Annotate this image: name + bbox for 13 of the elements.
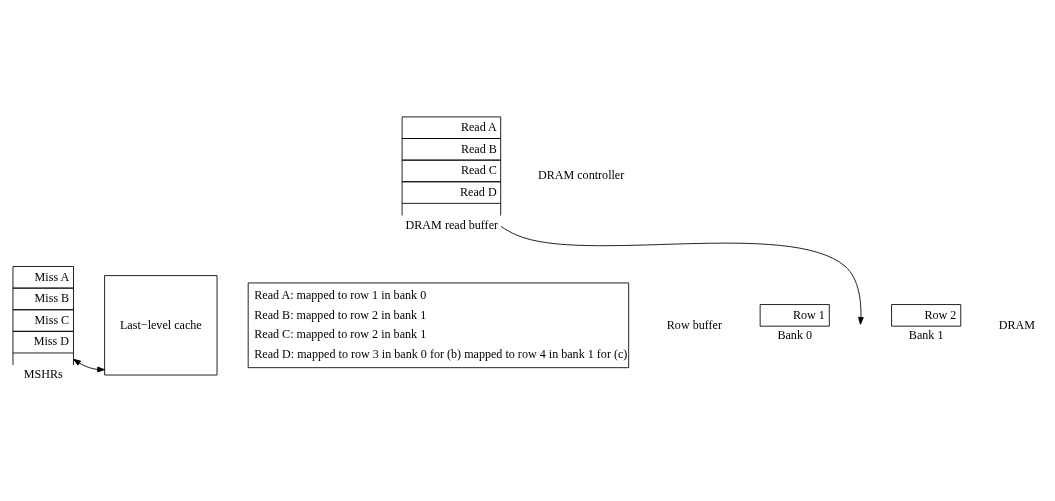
node-box: Row 1 — [759, 304, 830, 327]
arrow — [73, 358, 105, 373]
node-box: Read A: mapped to row 1 in bank 0 Read B: mapped to row 2 in bank 1 Read C: mapped to row 2 in bank 1 Read D: mapped to row 3 in bank 0 for (b) mapped to row 4 in bank 1 for (c) — [247, 282, 630, 369]
node-label: Bank 1 — [908, 328, 944, 343]
label: DRAM — [998, 317, 1036, 332]
label: DRAM controller — [537, 167, 625, 182]
node-label: MSHRs — [23, 367, 63, 382]
node-box: Row 2 — [891, 304, 962, 327]
arrow — [500, 226, 864, 325]
label: Row buffer — [666, 317, 722, 332]
node-label: Bank 0 — [777, 328, 813, 343]
node-box: Last−level cache — [104, 275, 218, 376]
node-label: DRAM read buffer — [405, 217, 499, 232]
